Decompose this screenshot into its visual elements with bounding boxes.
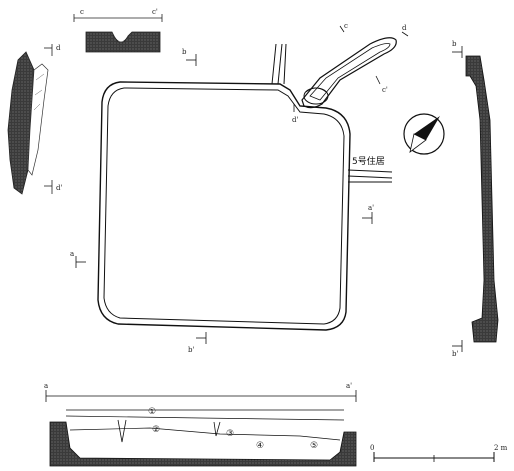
layer-4: ④	[256, 441, 264, 451]
right-label-b: b	[452, 40, 457, 48]
bottom-section-a: a a' ① ② ③ ④ ⑤	[44, 382, 357, 467]
plan-label-b: b	[182, 48, 187, 56]
label-a-left: a	[44, 382, 48, 390]
label-d-bottom: d'	[56, 184, 62, 192]
top-section-c: c c'	[73, 8, 163, 53]
layer-2: ②	[152, 425, 160, 435]
scale-start: 0	[370, 444, 374, 452]
layer-3: ③	[226, 429, 234, 439]
plan-label-a2: a'	[368, 204, 374, 212]
label-d-top: d	[56, 44, 61, 52]
scale-bar: 0 2 m	[370, 444, 508, 462]
house-label: 5号住居	[352, 155, 385, 167]
dwelling-plan: 5号住居 b b' a a' c c' d d'	[70, 22, 409, 354]
plan-label-d: d	[402, 24, 407, 32]
north-arrow-icon	[403, 113, 445, 155]
plan-label-d2: d'	[292, 116, 298, 124]
left-section-d: d d'	[7, 44, 62, 195]
plan-label-c2: c'	[382, 86, 388, 94]
label-c-left: c	[80, 8, 84, 16]
layer-1: ①	[148, 407, 156, 417]
plan-label-b2: b'	[188, 346, 194, 354]
right-section-b: b b'	[452, 40, 499, 358]
plan-label-c: c	[344, 22, 348, 30]
label-a-right: a'	[346, 382, 352, 390]
right-label-b2: b'	[452, 350, 458, 358]
layer-5: ⑤	[310, 441, 318, 451]
plan-label-a: a	[70, 250, 74, 258]
label-c-right: c'	[152, 8, 158, 16]
scale-end: 2 m	[494, 444, 508, 452]
